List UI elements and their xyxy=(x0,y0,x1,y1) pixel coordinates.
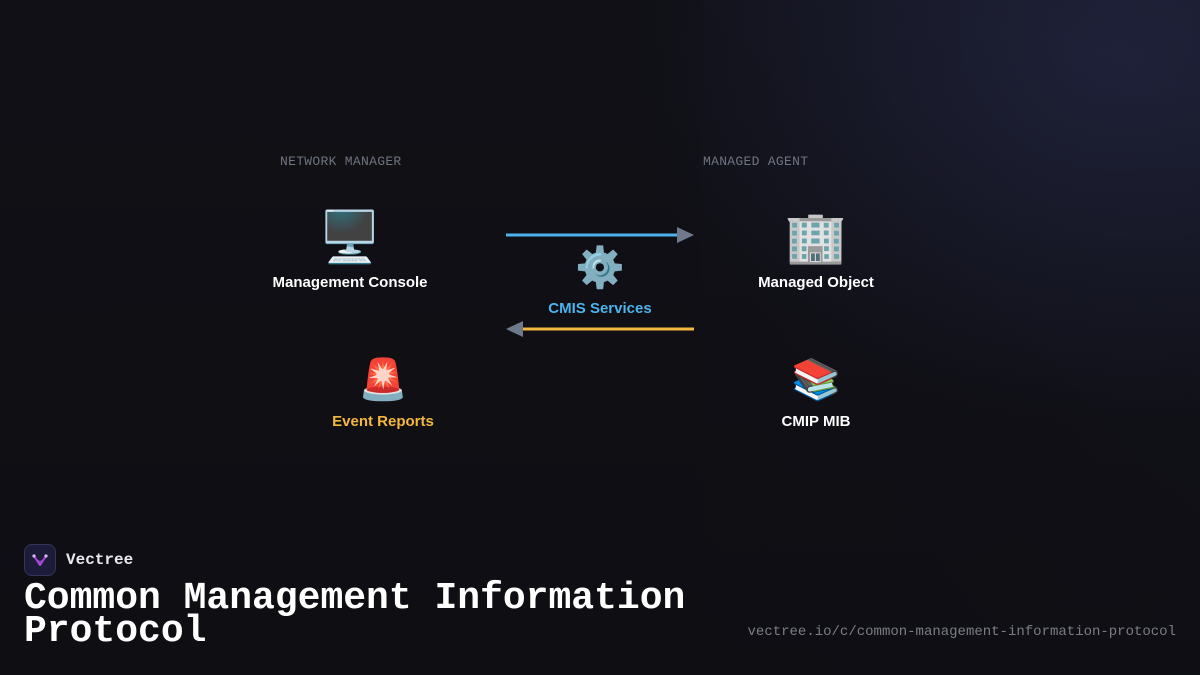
page-title: Common Management Information Protocol xyxy=(24,577,686,653)
response-arrowhead xyxy=(506,321,523,337)
vectree-logo-icon xyxy=(24,544,56,576)
request-arrowhead xyxy=(677,227,694,243)
management-console-node: 🖥️ Management Console xyxy=(270,212,430,291)
management-console-label: Management Console xyxy=(272,274,428,291)
office-building-icon: 🏢 xyxy=(784,208,848,266)
event-reports-node: 🚨 Event Reports xyxy=(303,360,463,430)
books-icon: 📚 xyxy=(791,357,841,403)
managed-object-label: Managed Object xyxy=(758,274,874,291)
event-reports-label: Event Reports xyxy=(332,413,434,430)
managed-object-node: 🏢 Managed Object xyxy=(736,212,896,291)
network-manager-label: NETWORK MANAGER xyxy=(280,154,402,169)
source-url: vectree.io/c/common-management-informati… xyxy=(747,624,1176,640)
cmis-services-label: CMIS Services xyxy=(548,300,652,317)
managed-agent-label: MANAGED AGENT xyxy=(703,154,809,169)
rotating-light-icon: 🚨 xyxy=(358,357,408,403)
cmip-mib-label: CMIP MIB xyxy=(781,413,851,430)
brand: Vectree xyxy=(24,544,133,576)
message-arrows xyxy=(506,227,694,337)
cmip-mib-node: 📚 CMIP MIB xyxy=(736,360,896,430)
desktop-computer-icon: 🖥️ xyxy=(318,208,382,266)
brand-name: Vectree xyxy=(66,551,134,569)
cmis-services-node: ⚙️ CMIS Services xyxy=(520,248,680,317)
gear-icon: ⚙️ xyxy=(575,245,625,291)
